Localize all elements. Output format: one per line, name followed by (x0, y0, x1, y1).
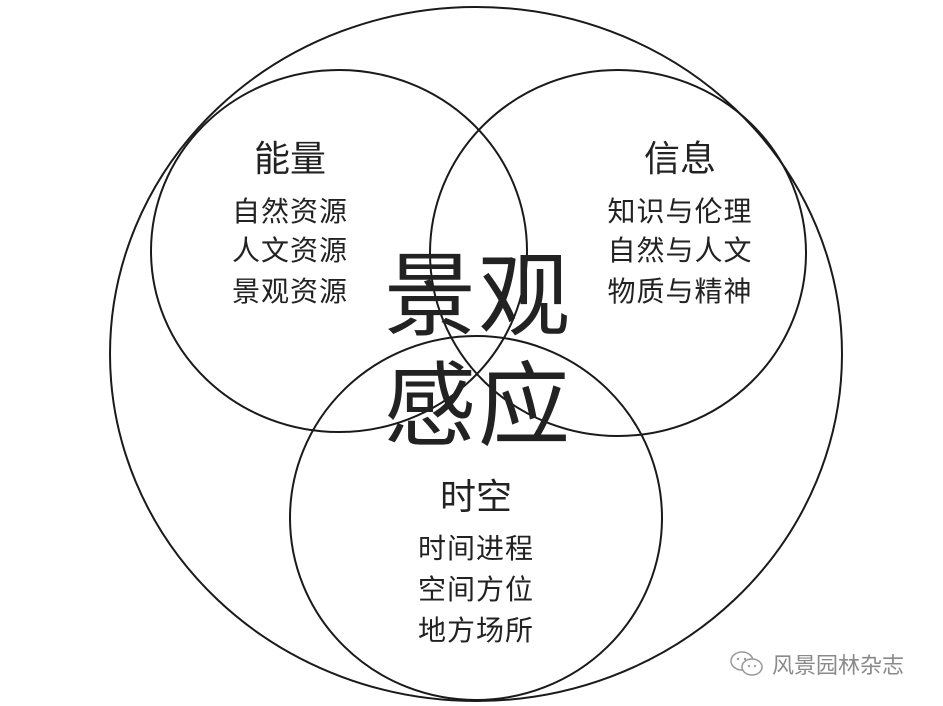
energy-item: 自然资源 (231, 195, 349, 228)
energy-item: 景观资源 (231, 275, 349, 308)
watermark: 风景园林杂志 (728, 648, 904, 680)
center-label-line1: 景观 (383, 243, 573, 350)
spacetime-title: 时空 (439, 477, 513, 518)
information-item: 知识与伦理 (607, 195, 753, 228)
information-item: 自然与人文 (607, 234, 753, 267)
spacetime-circle (289, 335, 663, 701)
spacetime-item: 时间进程 (417, 532, 535, 565)
wechat-icon (730, 651, 763, 676)
information-circle (429, 69, 807, 437)
energy-circle (150, 69, 528, 433)
spacetime-item: 空间方位 (417, 573, 535, 606)
energy-title: 能量 (253, 139, 327, 180)
spacetime-item: 地方场所 (417, 614, 535, 647)
information-title: 信息 (643, 139, 717, 180)
center-label-line2: 感应 (383, 353, 573, 460)
energy-item: 人文资源 (231, 234, 349, 267)
watermark-text: 风景园林杂志 (772, 654, 905, 679)
information-item: 物质与精神 (607, 275, 753, 308)
